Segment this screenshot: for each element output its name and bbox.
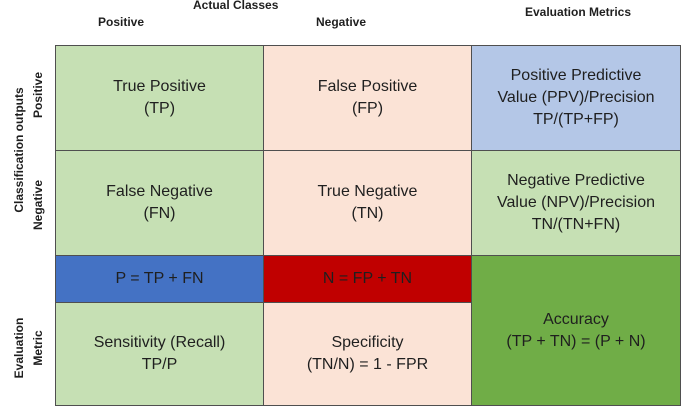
false-negative-cell: False Negative (FN) <box>55 150 264 256</box>
p-total-text: P = TP + FN <box>115 270 204 287</box>
negative-row-label: Negative <box>31 179 45 231</box>
evaluation-row-label: Evaluation <box>12 317 26 379</box>
classification-outputs-label: Classification outputs <box>12 87 26 213</box>
true-positive-text: True Positive (TP) <box>113 78 206 117</box>
positive-row-label: Positive <box>31 71 45 119</box>
n-total-text: N = FP + TN <box>322 270 413 287</box>
accuracy-text: Accuracy (TP + TN) = (P + N) <box>506 310 646 350</box>
metric-row-label: Metric <box>31 330 45 366</box>
npv-cell: Negative Predictive Value (NPV)/Precisio… <box>471 150 681 256</box>
n-total-cell: N = FP + TN <box>263 255 472 303</box>
specificity-text: Specificity (TN/N) = 1 - FPR <box>306 334 429 373</box>
ppv-cell: Positive Predictive Value (PPV)/Precisio… <box>471 45 681 151</box>
positive-column-header: Positive <box>98 15 145 29</box>
sensitivity-text: Sensitivity (Recall) TP/P <box>93 334 226 373</box>
true-negative-cell: True Negative (TN) <box>263 150 472 256</box>
accuracy-cell: Accuracy (TP + TN) = (P + N) <box>471 255 681 406</box>
true-negative-text: True Negative (TN) <box>317 183 418 222</box>
negative-column-header: Negative <box>316 15 367 29</box>
false-positive-cell: False Positive (FP) <box>263 45 472 151</box>
false-positive-text: False Positive (FP) <box>317 78 418 117</box>
specificity-cell: Specificity (TN/N) = 1 - FPR <box>263 302 472 406</box>
npv-text: Negative Predictive Value (NPV)/Precisio… <box>497 172 655 233</box>
evaluation-metrics-header: Evaluation Metrics <box>525 5 632 19</box>
sensitivity-cell: Sensitivity (Recall) TP/P <box>55 302 264 406</box>
true-positive-cell: True Positive (TP) <box>55 45 264 151</box>
ppv-text: Positive Predictive Value (PPV)/Precisio… <box>497 67 655 128</box>
p-total-cell: P = TP + FN <box>55 255 264 303</box>
actual-classes-header: Actual Classes <box>193 0 279 12</box>
false-negative-text: False Negative (FN) <box>106 183 213 222</box>
